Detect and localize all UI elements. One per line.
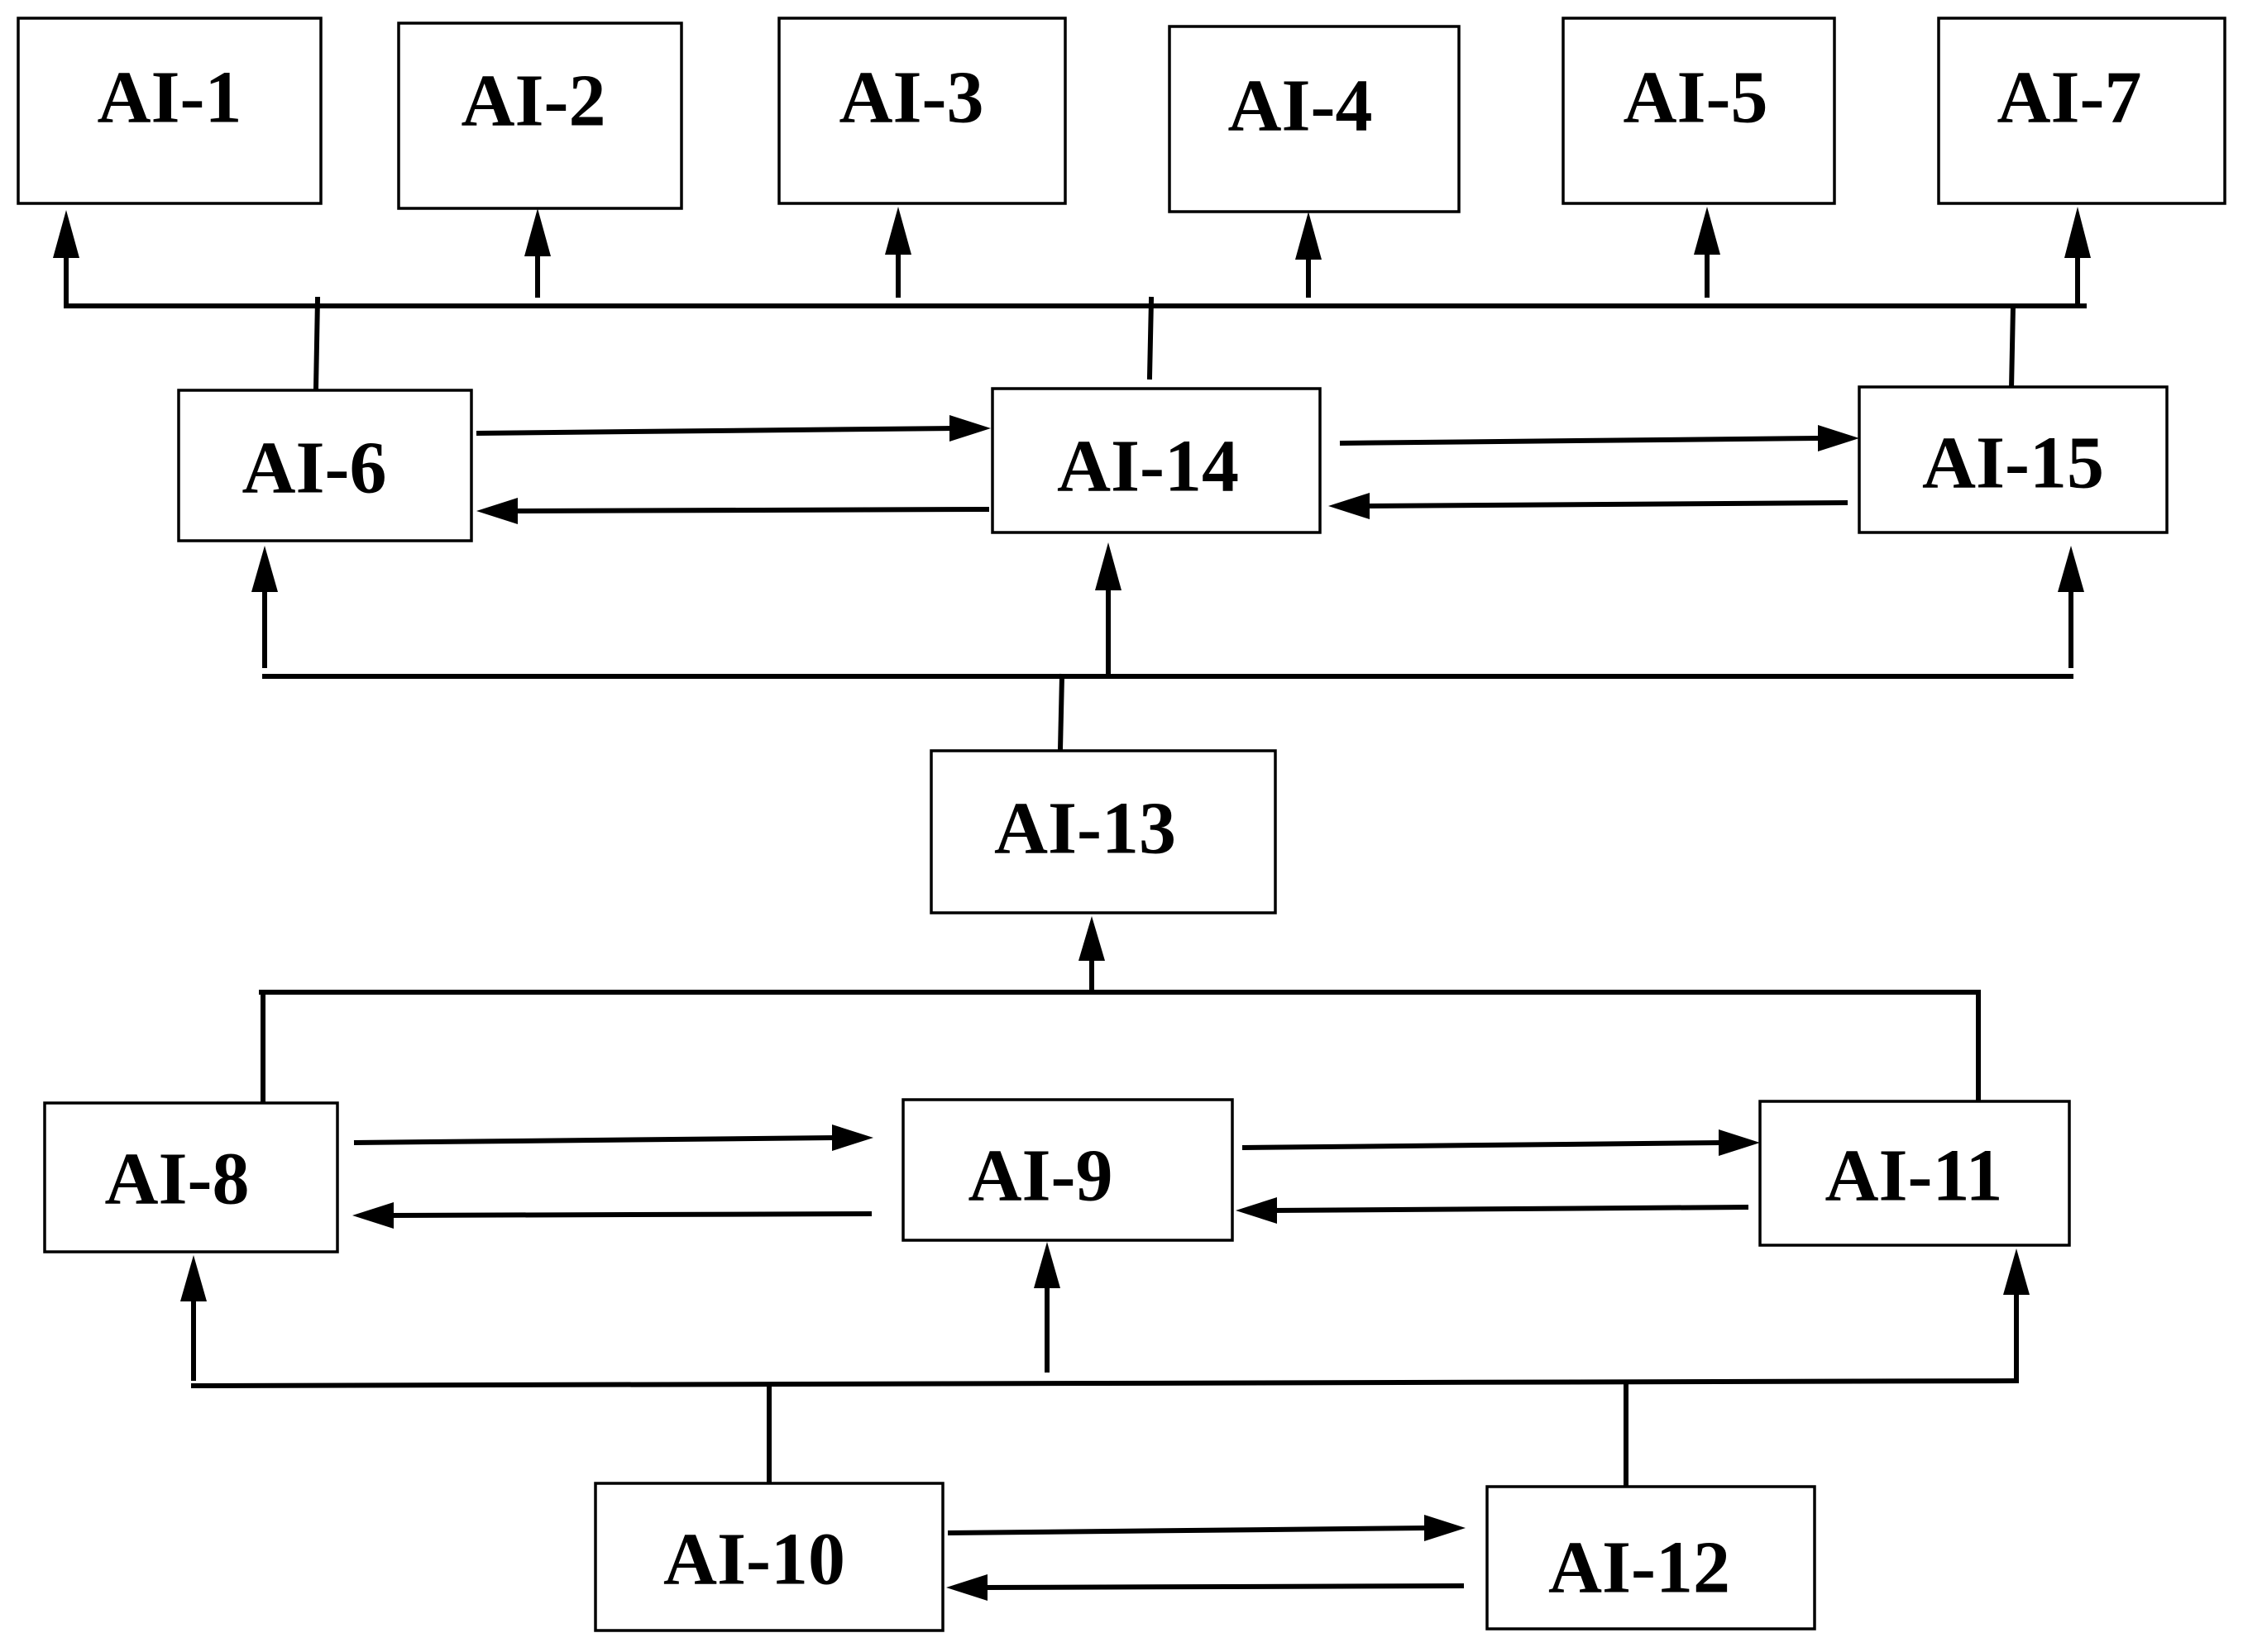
node-ai-13-label: AI-13 — [994, 788, 1176, 870]
connector-ai-13-top — [1057, 673, 1065, 752]
node-ai-5: AI-5 — [1561, 17, 1836, 205]
connector-ai-15-top — [2008, 303, 2016, 392]
connector-ai-6-top — [313, 296, 321, 392]
node-ai-8: AI-8 — [43, 1101, 339, 1253]
arrow-ai-8-to-ai-9 — [353, 1124, 873, 1151]
node-ai-1: AI-1 — [17, 17, 323, 205]
arrow-ai-11-to-ai-9 — [1236, 1197, 1749, 1224]
node-ai-7: AI-7 — [1937, 17, 2226, 205]
node-ai-11: AI-11 — [1758, 1100, 2071, 1247]
arrow-to-ai-6 — [251, 546, 278, 668]
node-ai-14: AI-14 — [991, 387, 1322, 534]
arrow-ai-12-to-ai-10 — [946, 1574, 1465, 1601]
arrow-to-ai-1 — [53, 210, 79, 306]
node-ai-9: AI-9 — [902, 1098, 1234, 1242]
node-ai-2-label: AI-2 — [462, 60, 606, 142]
arrow-to-ai-5 — [1694, 207, 1720, 298]
arrow-to-ai-13 — [1078, 916, 1105, 992]
arrow-ai-10-to-ai-12 — [947, 1515, 1466, 1541]
node-ai-7-label: AI-7 — [1997, 57, 2142, 139]
arrow-to-ai-14 — [1095, 542, 1122, 676]
arrow-to-ai-2 — [524, 208, 551, 298]
arrow-to-ai-11 — [2003, 1249, 2030, 1381]
node-ai-5-label: AI-5 — [1624, 57, 1768, 139]
arrow-ai-9-to-ai-11 — [1241, 1129, 1760, 1156]
node-ai-15-label: AI-15 — [1922, 423, 2104, 504]
arrow-to-ai-7 — [2064, 207, 2091, 306]
node-ai-3-label: AI-3 — [839, 57, 984, 139]
node-ai-10: AI-10 — [594, 1482, 945, 1632]
arrow-ai-6-to-ai-14 — [476, 415, 991, 442]
node-ai-1-label: AI-1 — [98, 57, 242, 139]
arrow-ai-9-to-ai-8 — [352, 1202, 873, 1229]
arrow-ai-14-to-ai-6 — [476, 498, 990, 524]
node-ai-12-label: AI-12 — [1548, 1527, 1730, 1609]
arrow-to-ai-9 — [1034, 1242, 1060, 1373]
node-ai-14-label: AI-14 — [1057, 426, 1239, 508]
node-ai-4-label: AI-4 — [1228, 65, 1373, 147]
node-ai-6-label: AI-6 — [242, 427, 387, 509]
arrow-to-ai-4 — [1295, 212, 1322, 298]
node-ai-6: AI-6 — [177, 389, 473, 542]
bottom-bus-line — [190, 1377, 2020, 1389]
node-ai-3: AI-3 — [777, 17, 1067, 205]
node-ai-10-label: AI-10 — [663, 1519, 845, 1601]
node-ai-9-label: AI-9 — [968, 1135, 1113, 1217]
node-ai-13: AI-13 — [930, 749, 1277, 914]
arrow-ai-14-to-ai-15 — [1339, 425, 1859, 451]
arrow-to-ai-3 — [885, 207, 911, 298]
node-ai-15: AI-15 — [1858, 385, 2169, 534]
node-ai-2: AI-2 — [397, 21, 683, 210]
node-ai-11-label: AI-11 — [1825, 1135, 2002, 1217]
connector-ai-14-top — [1146, 296, 1155, 380]
node-ai-8-label: AI-8 — [105, 1139, 250, 1220]
arrow-to-ai-15 — [2058, 546, 2084, 668]
node-ai-4: AI-4 — [1168, 25, 1461, 213]
arrow-to-ai-8 — [180, 1255, 207, 1381]
arrow-ai-15-to-ai-14 — [1328, 493, 1848, 519]
node-ai-12: AI-12 — [1485, 1485, 1816, 1631]
